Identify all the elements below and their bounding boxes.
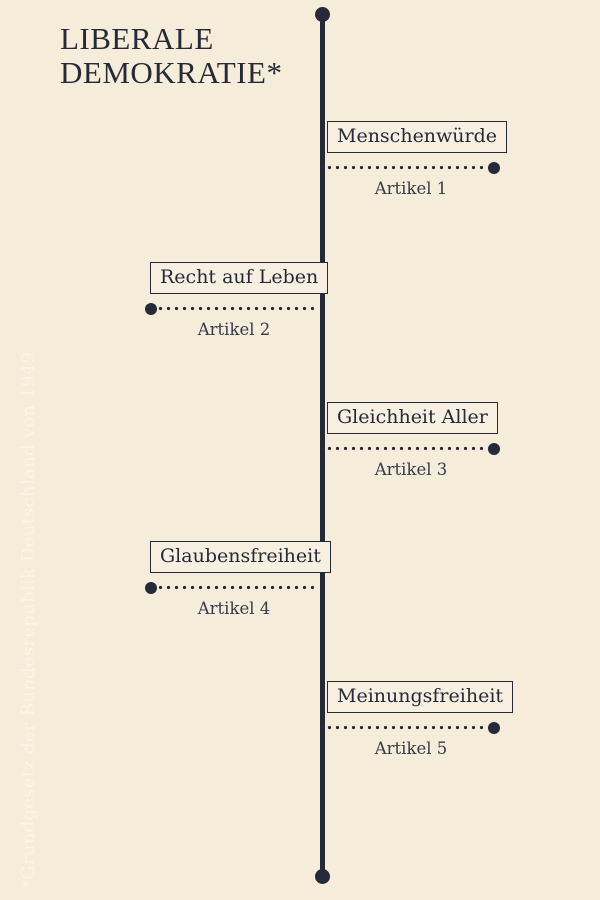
timeline-line — [320, 15, 325, 877]
dotted-connector — [327, 446, 495, 451]
timeline-item-menschenwuerde: Menschenwürde Artikel 1 — [327, 121, 508, 201]
page-title-line1: LIBERALE — [60, 21, 214, 56]
article-label: Artikel 5 — [374, 739, 448, 758]
timeline-start-dot — [315, 7, 330, 22]
item-label-box: Recht auf Leben — [150, 262, 329, 294]
timeline-item-meinungsfreiheit: Meinungsfreiheit Artikel 5 — [327, 681, 514, 761]
item-label-box: Gleichheit Aller — [327, 402, 498, 434]
connector-end-dot — [145, 581, 157, 594]
connector-end-dot — [145, 302, 157, 315]
item-label-box: Glaubensfreiheit — [150, 541, 331, 573]
item-label-box: Meinungsfreiheit — [327, 681, 514, 713]
timeline-end-dot — [315, 869, 330, 884]
article-label: Artikel 2 — [197, 320, 271, 339]
article-label: Artikel 4 — [197, 599, 271, 618]
article-label: Artikel 1 — [374, 179, 448, 198]
dotted-connector — [150, 306, 318, 311]
footnote-vertical-text: *Grundgesetz der Bundesrepublik Deutschl… — [18, 351, 39, 889]
item-label-box-wrap: Gleichheit Aller — [327, 402, 498, 434]
timeline-item-glaubensfreiheit: Glaubensfreiheit Artikel 4 — [145, 541, 331, 621]
connector-end-dot — [488, 442, 500, 455]
dotted-connector — [150, 585, 318, 590]
page-title-line2: DEMOKRATIE* — [60, 55, 283, 90]
item-label-box-wrap: Menschenwürde — [327, 121, 508, 153]
connector-end-dot — [488, 721, 500, 734]
item-label-box-wrap: Meinungsfreiheit — [327, 681, 514, 713]
timeline-item-recht-auf-leben: Recht auf Leben Artikel 2 — [145, 262, 329, 342]
connector-end-dot — [488, 161, 500, 174]
dotted-connector — [327, 725, 495, 730]
timeline-item-gleichheit-aller: Gleichheit Aller Artikel 3 — [327, 402, 500, 482]
item-label-box-wrap: Recht auf Leben — [150, 262, 329, 294]
item-label-box-wrap: Glaubensfreiheit — [150, 541, 331, 573]
dotted-connector — [327, 165, 495, 170]
item-label-box: Menschenwürde — [327, 121, 508, 153]
page-title: LIBERALE DEMOKRATIE* — [60, 22, 283, 90]
article-label: Artikel 3 — [374, 460, 448, 479]
